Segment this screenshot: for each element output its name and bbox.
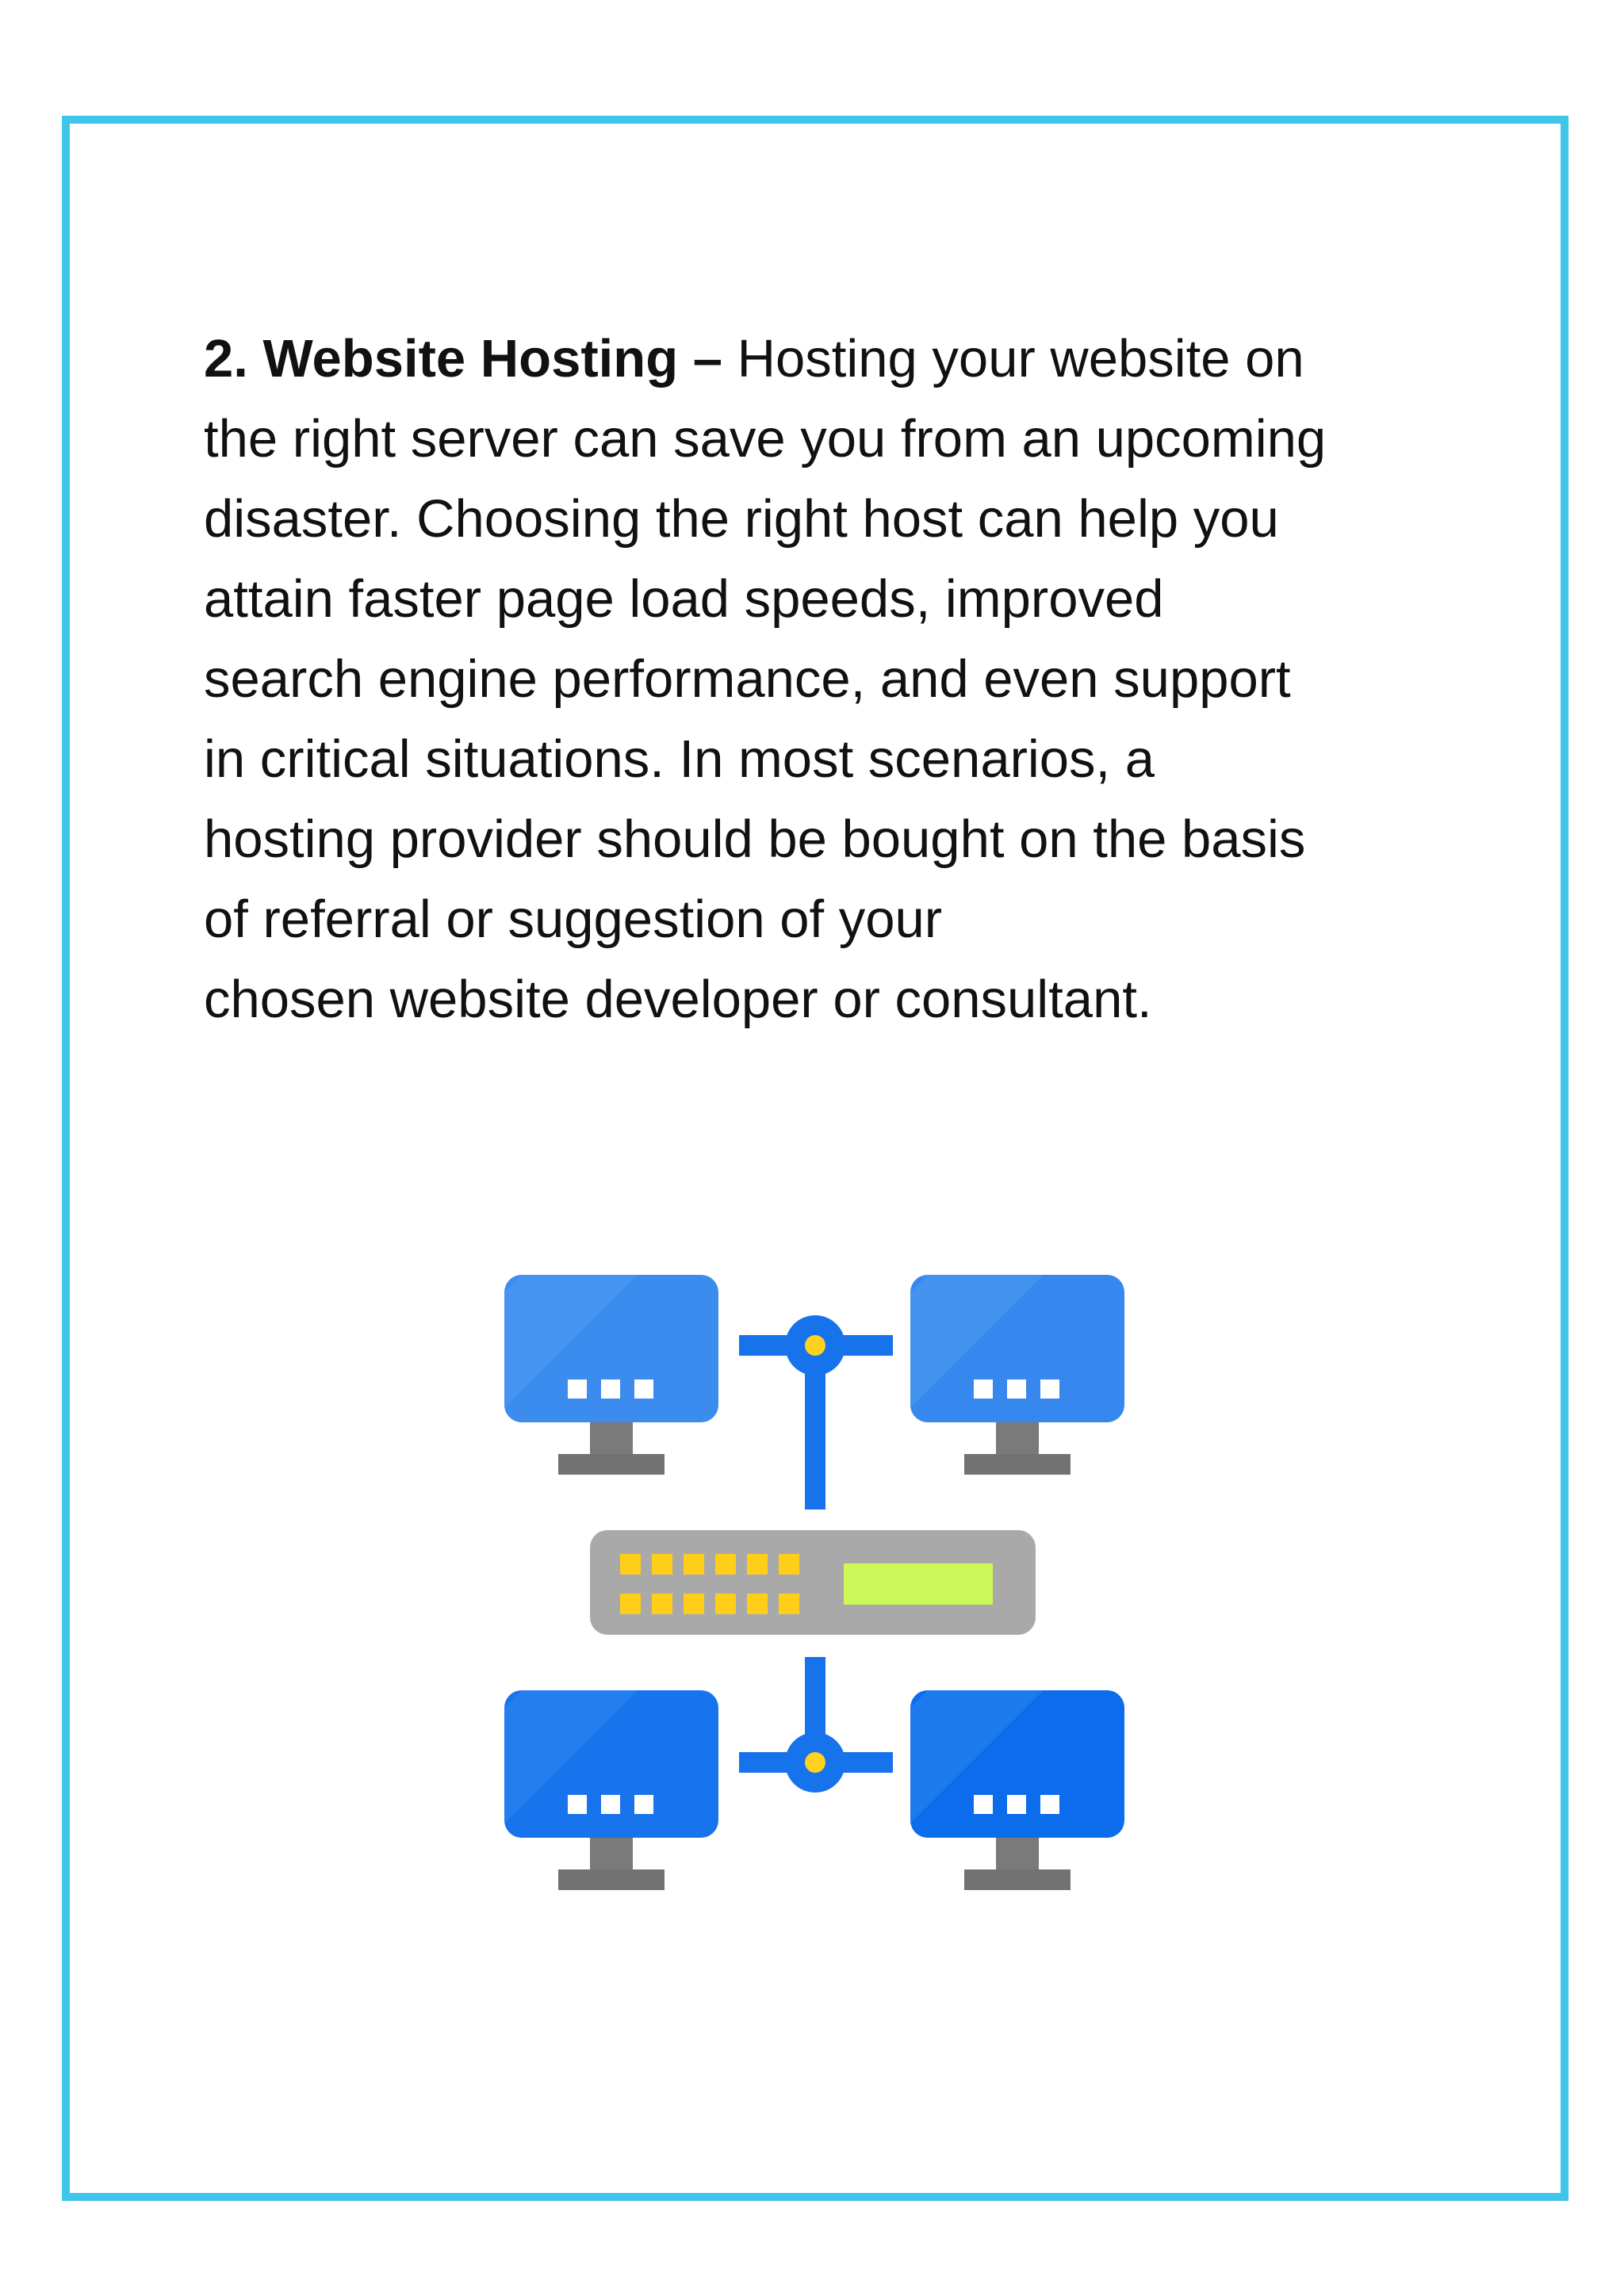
connector-bottom-icon [739, 1657, 893, 1793]
paragraph-text-line-1: Hosting your website on [737, 329, 1304, 388]
network-switch-icon [590, 1530, 1036, 1635]
monitor-top-right-icon [910, 1275, 1124, 1475]
monitor-top-left-icon [504, 1275, 718, 1475]
paragraph-line-7: hosting provider should be bought on the… [204, 809, 1306, 869]
monitor-bottom-right-icon [910, 1690, 1124, 1890]
paragraph-line-3: disaster. Choosing the right host can he… [204, 489, 1279, 549]
paragraph-line-9: chosen website developer or consultant. [204, 970, 1152, 1029]
paragraph-line-4: attain faster page load speeds, improved [204, 569, 1164, 629]
monitor-bottom-left-icon [504, 1690, 718, 1890]
article-paragraph: 2. Website Hosting – Hosting your websit… [204, 319, 1441, 1039]
paragraph-line-8: of referral or suggestion of your [204, 890, 943, 949]
page-border-frame [62, 116, 1568, 2201]
section-heading: 2. Website Hosting – [204, 329, 723, 388]
paragraph-line-1: 2. Website Hosting – Hosting your websit… [204, 319, 1441, 399]
network-servers-icon [504, 1275, 1124, 1890]
paragraph-line-6: in critical situations. In most scenario… [204, 729, 1155, 789]
connector-top-icon [739, 1315, 893, 1510]
paragraph-line-5: search engine performance, and even supp… [204, 649, 1291, 709]
paragraph-line-2: the right server can save you from an up… [204, 409, 1327, 469]
